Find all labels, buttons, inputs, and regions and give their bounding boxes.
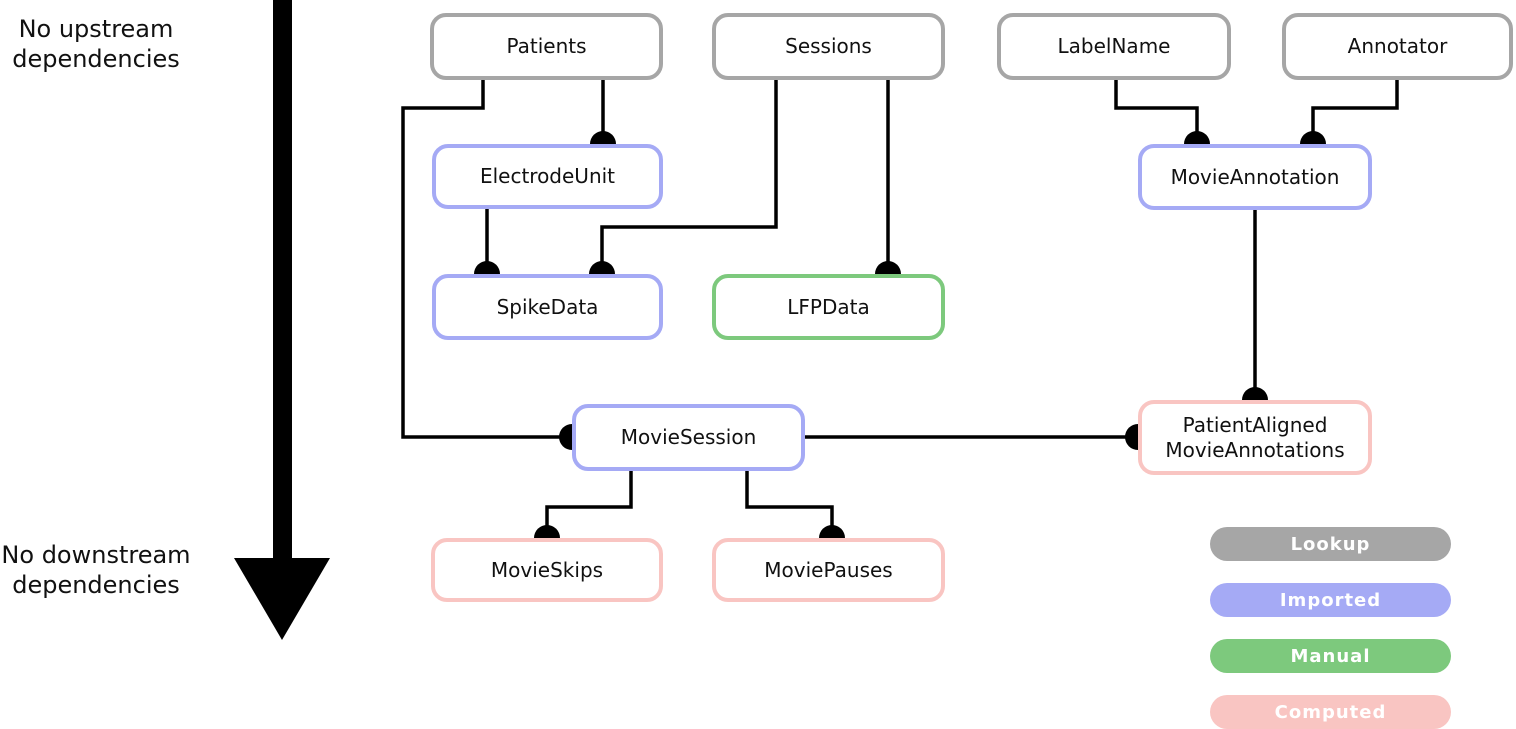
dependency-dot-patient-aligned-movie-annotations <box>1242 387 1268 400</box>
upstream-annotation: No upstream dependencies <box>0 14 192 74</box>
dependency-dot-movie-skips <box>534 525 560 538</box>
node-label: MovieAnnotation <box>1170 164 1340 189</box>
dependency-dot-electrode-unit <box>590 131 616 144</box>
node-label: LFPData <box>787 294 870 319</box>
downward-arrow-head-icon <box>234 558 330 640</box>
upstream-annotation-line2: dependencies <box>12 45 180 73</box>
node-movie-skips: MovieSkips <box>431 538 663 602</box>
edge-sessions-to-spike-data <box>600 80 778 274</box>
legend-pill-imported: Imported <box>1210 583 1451 617</box>
downstream-annotation-line2: dependencies <box>12 571 180 599</box>
dependency-dot-spike-data <box>589 261 615 274</box>
edge-movie-session-to-movie-skips <box>545 471 633 538</box>
node-label: MovieAnnotations <box>1165 437 1345 462</box>
node-sessions: Sessions <box>712 13 945 80</box>
node-label: SpikeData <box>496 294 599 319</box>
dependency-dot-movie-session <box>559 424 572 450</box>
edge-movie-session-to-movie-pauses <box>745 471 834 538</box>
downstream-annotation-line1: No downstream <box>1 541 191 569</box>
edge-label-name-to-movie-annotation <box>1114 80 1199 144</box>
upstream-annotation-line1: No upstream <box>18 15 174 43</box>
legend-pill-manual: Manual <box>1210 639 1451 673</box>
node-label: ElectrodeUnit <box>479 164 616 188</box>
downstream-annotation: No downstream dependencies <box>0 540 192 600</box>
node-annotator: Annotator <box>1282 13 1513 80</box>
dependency-dot-movie-annotation <box>1184 131 1210 144</box>
node-movie-annotation: MovieAnnotation <box>1138 144 1372 210</box>
dependency-dot-patient-aligned-movie-annotations <box>1125 424 1138 450</box>
node-label: MoviePauses <box>764 557 893 582</box>
legend-pill-lookup: Lookup <box>1210 527 1451 561</box>
node-label: Sessions <box>785 34 872 58</box>
node-movie-pauses: MoviePauses <box>712 538 945 602</box>
node-label: MovieSession <box>620 425 757 449</box>
dependency-dot-lfp-data <box>875 261 901 274</box>
node-label: MovieSkips <box>490 557 604 582</box>
edge-patients-to-movie-session <box>401 80 561 439</box>
downward-arrow-shaft <box>273 0 292 560</box>
node-lfp-data: LFPData <box>712 274 945 340</box>
node-label: LabelName <box>1057 34 1171 58</box>
dependency-dot-movie-annotation <box>1300 131 1326 144</box>
node-label: Annotator <box>1347 34 1448 58</box>
node-label: PatientAligned <box>1182 412 1328 437</box>
node-label-name: LabelName <box>997 13 1231 80</box>
dependency-dot-spike-data <box>474 261 500 274</box>
dependency-dot-movie-pauses <box>819 525 845 538</box>
node-patients: Patients <box>430 13 663 80</box>
edge-annotator-to-movie-annotation <box>1311 80 1399 144</box>
node-movie-session: MovieSession <box>572 404 805 471</box>
node-electrode-unit: ElectrodeUnit <box>432 144 663 209</box>
node-spike-data: SpikeData <box>432 274 663 340</box>
legend-pill-computed: Computed <box>1210 695 1451 729</box>
node-label: Patients <box>506 34 587 58</box>
